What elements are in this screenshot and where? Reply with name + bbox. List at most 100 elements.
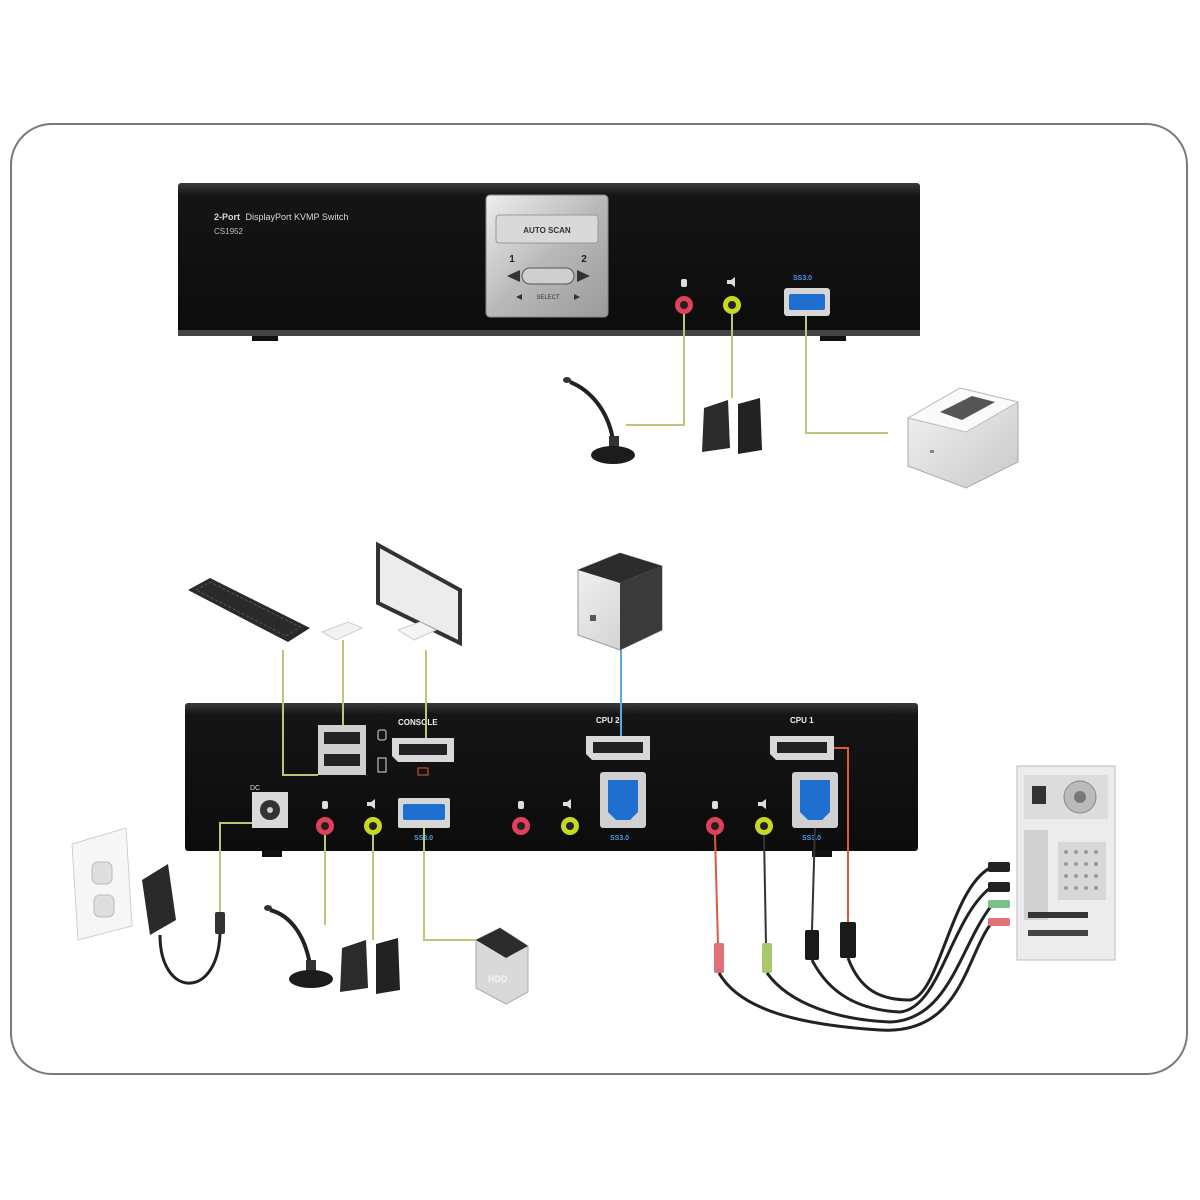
hdd-label: HDD: [488, 974, 508, 984]
port-select-button[interactable]: [521, 267, 575, 285]
cpu1-usb-b-logo: SS3.0: [802, 835, 821, 842]
front-cables: [626, 314, 888, 434]
kvm-cable-bundle-line-4: [846, 866, 991, 1002]
rear-mic-stem: [306, 960, 316, 974]
pc-vent-hole: [1064, 874, 1068, 878]
front-mic-jack-hole: [680, 301, 688, 309]
adapter-cable: [158, 929, 222, 985]
front-speaker-right: [738, 398, 762, 454]
auto-scan-label: AUTO SCAN: [523, 226, 571, 235]
cpu1-usb-b-tongue: [800, 780, 830, 820]
server-button: [590, 615, 596, 621]
front-mic-gooseneck: [569, 380, 615, 441]
pc-vent-hole: [1074, 850, 1078, 854]
rear-usb-a-port[interactable]: SS3.0: [398, 798, 450, 842]
pc-vent-hole: [1084, 850, 1088, 854]
speaker-port-icon: [367, 799, 375, 809]
power-label: DC: [250, 785, 260, 792]
power-jack[interactable]: DC: [250, 785, 288, 828]
pc-vent-hole: [1074, 874, 1078, 878]
hdd-top: [476, 928, 528, 958]
kvm-pc-connector-2: [988, 882, 1010, 892]
kvm-cable-bundle-line-2: [765, 904, 994, 1024]
cpu2-speaker-jack-hole: [566, 822, 574, 830]
kvm-mic-plug: [714, 943, 724, 973]
console-dp-slot: [399, 744, 447, 755]
select-label: SELECT: [536, 295, 560, 301]
kvm-speaker-plug: [762, 943, 772, 973]
printer-paper-slot: [940, 396, 995, 420]
select-right-icon: [574, 294, 580, 300]
console-usb-upper-slot: [324, 732, 360, 744]
adapter-body: [142, 864, 176, 935]
rear-speaker-left: [340, 940, 368, 992]
pc-vent-hole: [1084, 886, 1088, 890]
cpu1-mic-port[interactable]: [706, 801, 724, 835]
pc-vent-hole: [1064, 850, 1068, 854]
cpu2-speaker-port[interactable]: [561, 799, 579, 835]
printer-button: [930, 450, 934, 453]
cpu2-mic-jack-hole: [517, 822, 525, 830]
console-mic-port[interactable]: [316, 801, 334, 835]
rear-usb-a-logo: SS3.0: [414, 835, 433, 842]
port-1-label: 1: [509, 254, 515, 265]
rear-panel: DC CONSOLE: [185, 703, 918, 857]
keyboard-icon: [188, 578, 310, 642]
cpu1-dp-slot: [777, 742, 827, 753]
front-panel: 2-Port DisplayPort KVMP Switch CS1952 AU…: [178, 183, 920, 341]
keyboard-cable: [282, 650, 318, 776]
front-speaker-port[interactable]: [723, 277, 741, 314]
kvm-cable-icon: [714, 862, 1010, 1032]
cpu2-usb-b-tongue: [608, 780, 638, 820]
cpu2-mic-port[interactable]: [512, 801, 530, 835]
power-adapter-icon: [142, 864, 225, 985]
printer-icon: [906, 387, 1020, 489]
microphone-icon: [264, 905, 333, 988]
cpu1-usb-b-port[interactable]: SS3.0: [792, 772, 838, 842]
front-mic-port[interactable]: [675, 279, 693, 314]
pc-vent-hole: [1084, 862, 1088, 866]
port-2-arrow-icon[interactable]: [577, 270, 590, 282]
rear-mic-base: [289, 970, 333, 988]
console-label: CONSOLE: [398, 718, 438, 727]
front-mic-stem: [609, 436, 619, 450]
cpu2-label: CPU 2: [596, 716, 620, 725]
front-speaker-jack-hole: [728, 301, 736, 309]
auto-scan-button[interactable]: [495, 214, 599, 244]
rear-foot-left: [262, 851, 282, 857]
microphone-icon: [563, 377, 635, 464]
cpu1-speaker-port[interactable]: [755, 799, 773, 835]
kvm-pc-connector-1: [988, 862, 1010, 872]
keyboard-keys: [194, 581, 302, 637]
mouse-body: [320, 621, 364, 641]
pc-vent-hole: [1094, 850, 1098, 854]
cpu2-usb-b-logo: SS3.0: [610, 835, 629, 842]
front-usb-logo: SS3.0: [793, 275, 812, 282]
pc-vent-hole: [1074, 886, 1078, 890]
cpu2-displayport[interactable]: [586, 736, 650, 760]
server-top: [578, 553, 662, 583]
front-foot-right: [820, 336, 846, 341]
kvm-cable-bundle-line-3: [810, 886, 991, 1014]
speakers-icon: [340, 938, 400, 994]
mouse-port-icon: [377, 729, 387, 741]
keyboard-port-icon: [377, 757, 387, 773]
mic-port-icon: [681, 279, 687, 287]
cpu2-usb-b-port[interactable]: SS3.0: [600, 772, 646, 842]
front-usb-port[interactable]: SS3.0: [784, 275, 830, 316]
outlet-socket-bottom: [93, 894, 115, 918]
pc-slot: [1028, 930, 1088, 936]
console-usb-ports[interactable]: [318, 725, 387, 775]
hdd-icon: HDD: [475, 927, 529, 1005]
port-1-arrow-icon[interactable]: [507, 270, 520, 282]
port-2-label: 2: [581, 254, 587, 265]
hdd-cable: [423, 828, 478, 941]
cpu1-displayport[interactable]: [770, 736, 834, 760]
console-speaker-port[interactable]: [364, 799, 382, 835]
monitor-port-icon: [417, 767, 429, 776]
console-displayport[interactable]: [392, 738, 454, 776]
pc-io-panel: [1024, 830, 1048, 920]
pc-vent-hole: [1084, 874, 1088, 878]
rear-mic-capsule: [264, 905, 272, 911]
kvm-pc-connector-3: [988, 900, 1010, 908]
